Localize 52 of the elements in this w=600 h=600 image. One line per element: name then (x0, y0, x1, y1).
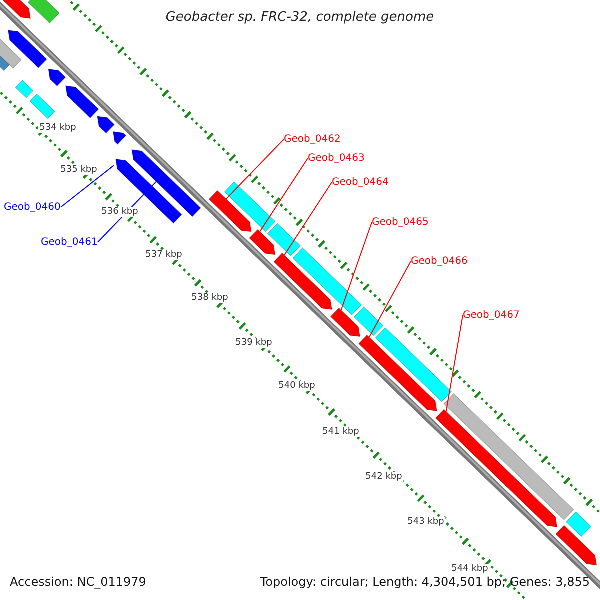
gene-feature (208, 190, 252, 232)
scale-label: 542 kbp (364, 472, 404, 482)
gene-feature (292, 248, 362, 316)
gene-feature (444, 393, 574, 520)
gene-label: Geob_0461 (41, 237, 98, 248)
scale-label: 541 kbp (322, 427, 360, 437)
gene-feature (15, 80, 34, 98)
scale-label: 540 kbp (278, 381, 316, 391)
accession-label: Accession: NC_011979 (10, 575, 146, 589)
leader-line (226, 139, 284, 200)
leader-line (97, 181, 157, 243)
scale-label: 538 kbp (190, 293, 230, 303)
genome-stats-label: Topology: circular; Length: 4,304,501 bp; Genes: 3,855 (260, 575, 590, 589)
gene-feature (65, 86, 100, 119)
gene-feature (375, 327, 452, 402)
gene-label: Geob_0466 (411, 256, 468, 267)
gene-feature (0, 0, 32, 20)
leader-line (260, 158, 308, 232)
gene-feature (97, 116, 116, 134)
scale-label: 543 kbp (406, 517, 446, 527)
leader-line (368, 261, 412, 338)
gene-feature (556, 525, 598, 566)
gene-feature (30, 94, 56, 120)
leader-line (284, 182, 332, 256)
gene-feature (358, 334, 438, 412)
leader-line (446, 315, 464, 412)
gene-label: Geob_0465 (372, 217, 429, 228)
gene-feature (566, 512, 592, 538)
gene-feature (249, 229, 276, 256)
gene-feature (112, 131, 127, 145)
gene-label: Geob_0463 (308, 153, 365, 164)
scale-label: 544 kbp (450, 564, 490, 574)
scale-label: 536 kbp (100, 207, 140, 217)
gene-feature (354, 306, 384, 336)
scale-label: 537 kbp (144, 250, 184, 260)
leader-line (60, 165, 114, 208)
gene-feature (224, 182, 276, 232)
gene-feature (8, 30, 48, 68)
gene-label: Geob_0467 (463, 310, 520, 321)
scale-label: 534 kbp (38, 123, 78, 133)
gene-label: Geob_0464 (332, 177, 389, 188)
scale-label: 535 kbp (60, 165, 98, 175)
gene-label: Geob_0460 (4, 202, 61, 213)
gene-feature (48, 68, 66, 87)
gene-feature (28, 0, 60, 24)
map-title: Geobacter sp. FRC-32, complete genome (166, 10, 434, 25)
gene-feature (330, 308, 361, 338)
scale-label: 539 kbp (234, 338, 274, 348)
leader-line (340, 222, 372, 311)
gene-feature (274, 252, 332, 310)
gene-feature (267, 223, 302, 256)
gene-label: Geob_0462 (284, 134, 341, 145)
